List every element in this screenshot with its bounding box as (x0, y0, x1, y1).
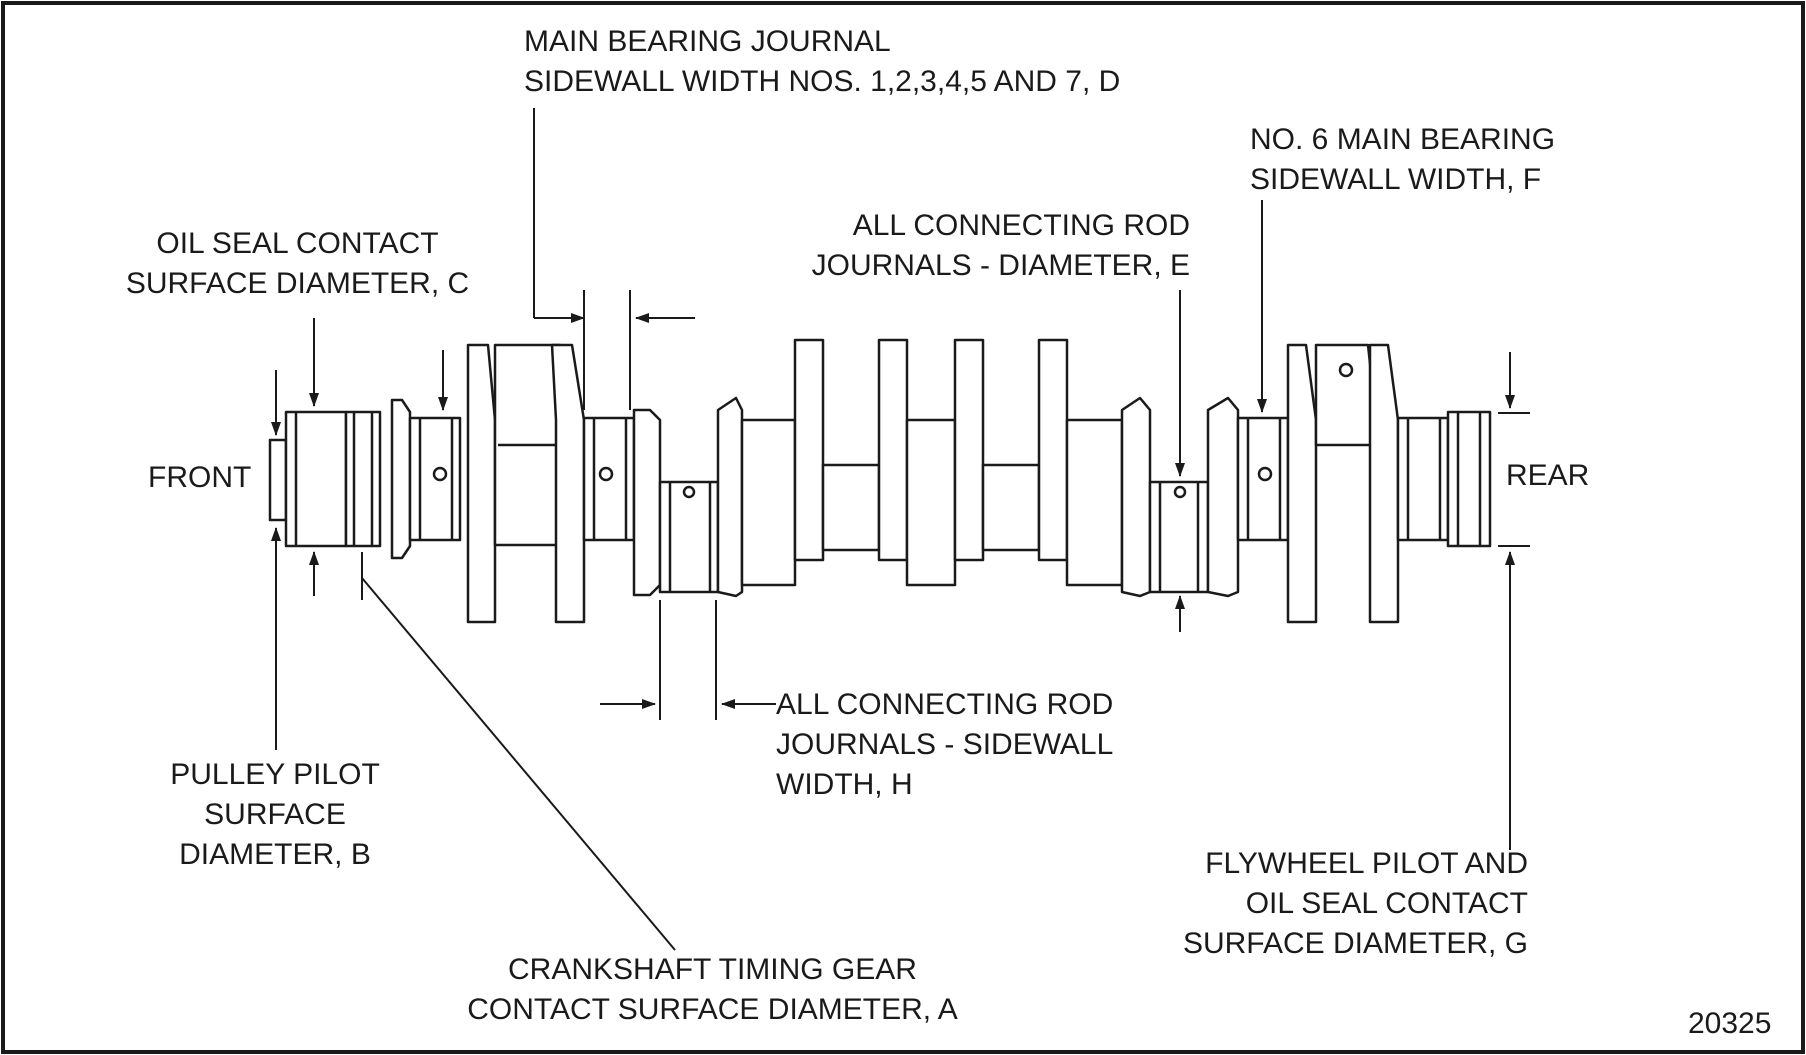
flywheel-pilot-surface (1446, 410, 1492, 548)
crank-web (1206, 396, 1240, 598)
crank-web-center (740, 418, 797, 587)
callout-rod-journal-diameter: ALL CONNECTING ROD JOURNALS - DIAMETER, … (811, 209, 1190, 282)
crank-counterweight (1314, 343, 1378, 447)
callout-flywheel-pilot: FLYWHEEL PILOT AND OIL SEAL CONTACT SURF… (1182, 847, 1528, 960)
oil-hole (432, 466, 448, 482)
oil-hole (598, 466, 614, 482)
pulley-pilot-surface (268, 438, 288, 522)
front-label: FRONT (148, 461, 252, 494)
oil-hole (1338, 362, 1354, 378)
crank-web-center (905, 418, 957, 587)
crank-web (793, 338, 825, 562)
crank-web (1037, 338, 1069, 562)
crank-web (1120, 396, 1152, 598)
crank-web (1368, 343, 1400, 624)
callout-rod-journal-sidewall: ALL CONNECTING ROD JOURNALS - SIDEWALL W… (776, 688, 1114, 801)
figure-number: 20325 (1688, 1007, 1772, 1040)
crank-web (1286, 343, 1318, 624)
oil-hole (682, 485, 696, 499)
callout-pulley-pilot: PULLEY PILOT SURFACE DIAMETER, B (170, 758, 380, 871)
front-flange (390, 398, 412, 560)
callout-no6-main-bearing: NO. 6 MAIN BEARING SIDEWALL WIDTH, F (1250, 123, 1556, 196)
crank-web (466, 343, 497, 624)
rod-journal-2 (821, 463, 881, 552)
callout-oil-seal-contact: OIL SEAL CONTACT SURFACE DIAMETER, C (125, 227, 470, 300)
oil-hole (1173, 485, 1187, 499)
crank-web (877, 338, 909, 562)
oil-hole (1257, 466, 1273, 482)
callout-timing-gear: CRANKSHAFT TIMING GEAR CONTACT SURFACE D… (467, 953, 958, 1026)
rod-journal-3 (981, 463, 1041, 552)
callout-main-bearing-sidewall: MAIN BEARING JOURNAL SIDEWALL WIDTH NOS.… (524, 25, 1121, 98)
rod-journal-4 (1148, 480, 1210, 594)
crank-web (953, 338, 985, 562)
timing-gear-contact-surface (344, 410, 382, 548)
crankshaft (268, 338, 1492, 624)
callout-lines (271, 108, 1530, 951)
crank-web (550, 343, 586, 624)
rear-label: REAR (1506, 459, 1590, 492)
crank-web (632, 408, 662, 597)
crank-web-center (1065, 418, 1124, 587)
crank-web (716, 396, 744, 598)
